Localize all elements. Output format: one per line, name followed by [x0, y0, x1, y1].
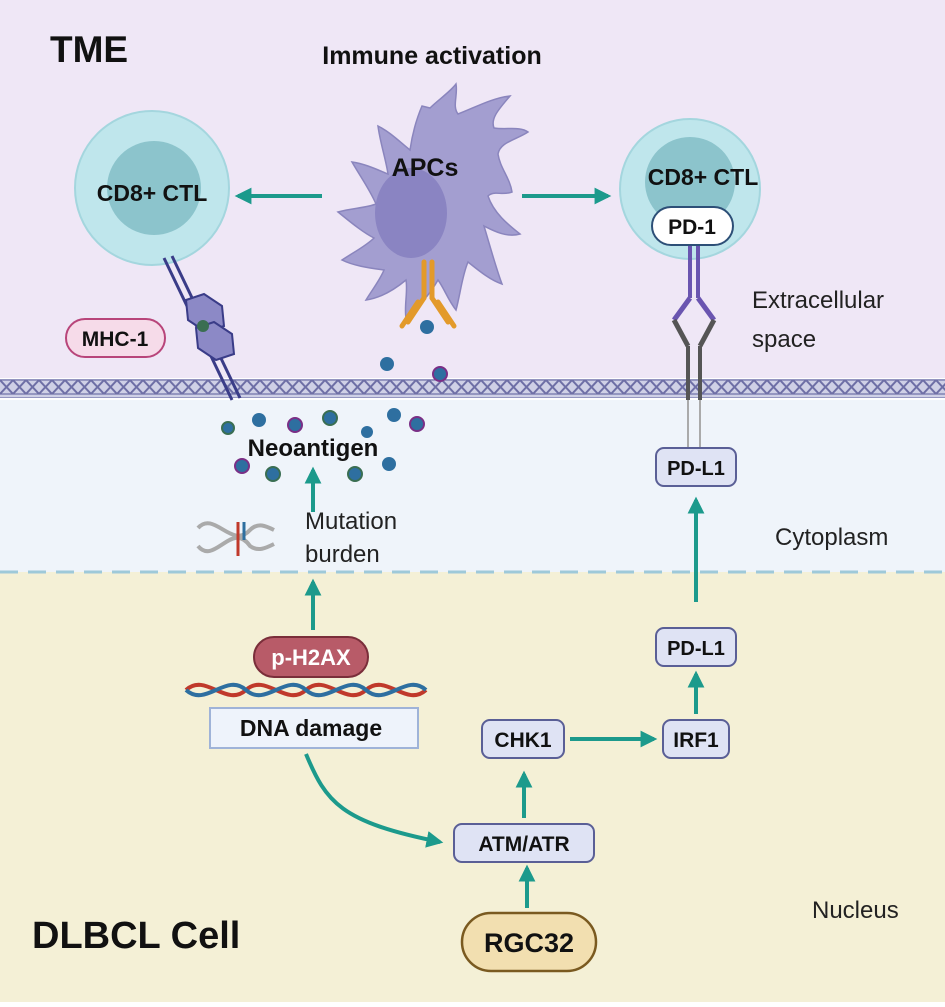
- pdl1-nucleus-label: PD-L1: [667, 638, 725, 660]
- pdl1-membrane-node: [655, 447, 737, 487]
- mutation-burden-line1: Mutation: [305, 508, 397, 535]
- neoantigen-particles: [221, 320, 448, 482]
- cell-label: DLBCL Cell: [32, 915, 240, 957]
- dna-damage-box: [209, 707, 419, 749]
- atm-atr-node: [453, 823, 595, 863]
- nucleus-label: Nucleus: [812, 897, 899, 924]
- extracellular-label-line2: space: [752, 326, 816, 353]
- rgc32-node: [460, 911, 598, 973]
- mutation-burden-line2: burden: [305, 541, 380, 568]
- tme-label: TME: [50, 29, 128, 70]
- dna-mutation-icon: [196, 521, 275, 556]
- chk1-node: [481, 719, 565, 759]
- immune-activation-label: Immune activation: [322, 42, 542, 70]
- cell-membrane: [0, 379, 945, 398]
- apcs-label: APCs: [392, 154, 459, 182]
- cytoplasm-region: [0, 400, 945, 572]
- cd8-ctl-left: [74, 110, 230, 266]
- arrow-dna-damage-to-atm: [304, 753, 444, 848]
- dna-helix-icon: [184, 682, 428, 698]
- rgc32-label: RGC32: [484, 928, 574, 958]
- mhc1-label: MHC-1: [82, 328, 149, 351]
- dna-damage-label: DNA damage: [240, 715, 382, 741]
- neoantigen-label: Neoantigen: [248, 435, 379, 462]
- chk1-label: CHK1: [494, 729, 551, 752]
- apc-cell: [336, 82, 530, 320]
- irf1-label: IRF1: [673, 729, 719, 752]
- ph2ax-badge: [253, 636, 369, 678]
- apc-nucleus: [375, 168, 447, 258]
- extracellular-label-line1: Extracellular: [752, 287, 884, 314]
- cd8-ctl-left-label: CD8+ CTL: [97, 180, 208, 206]
- mhc1-badge: [65, 318, 166, 358]
- ph2ax-label: p-H2AX: [271, 645, 351, 670]
- apc-receptor-icon: [399, 259, 457, 329]
- atm-atr-label: ATM/ATR: [478, 833, 569, 856]
- pd1-badge: [651, 206, 734, 246]
- cd8-ctl-right-label: CD8+ CTL: [648, 164, 759, 190]
- tcr-mhc-complex-icon: [162, 255, 242, 401]
- pdl1-nucleus-node: [655, 627, 737, 667]
- pd1-pdl1-complex-icon: [671, 246, 717, 448]
- pdl1-membrane-label: PD-L1: [667, 458, 725, 480]
- cytoplasm-label: Cytoplasm: [775, 524, 888, 551]
- pd1-label: PD-1: [668, 216, 716, 239]
- irf1-node: [662, 719, 730, 759]
